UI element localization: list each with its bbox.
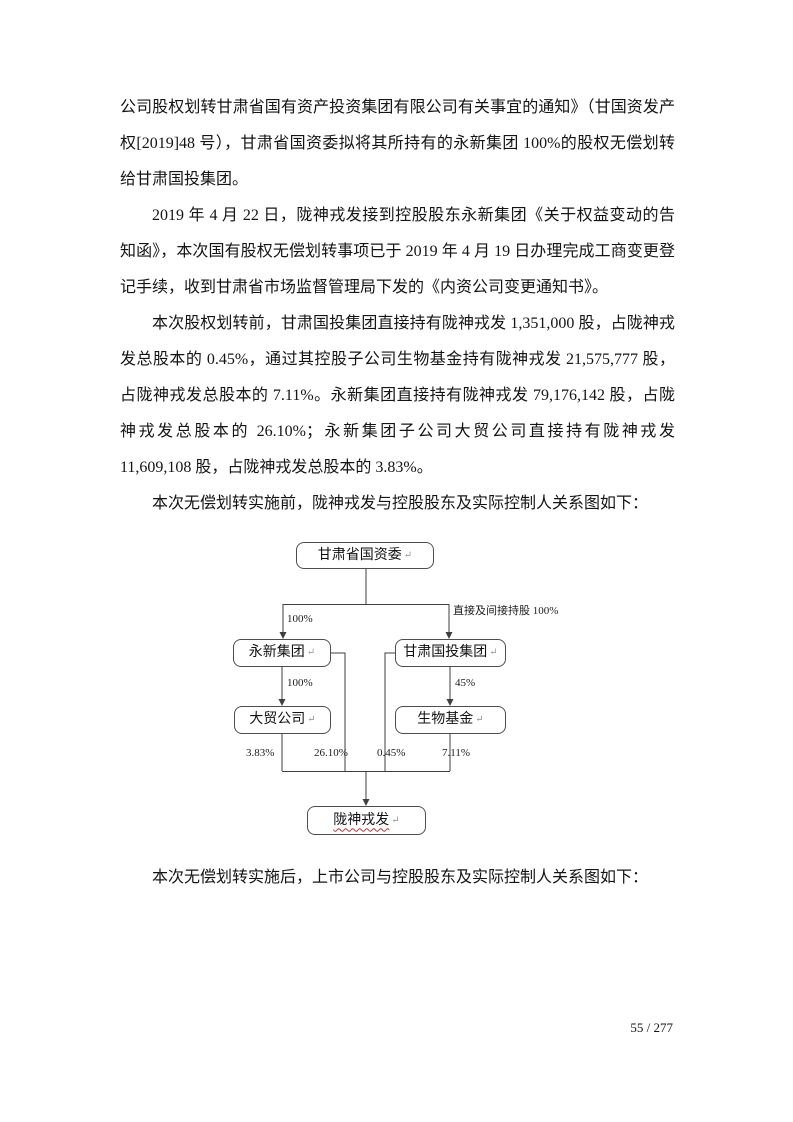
paragraph-3: 本次股权划转前，甘肃国投集团直接持有陇神戎发 1,351,000 股，占陇神戎发… bbox=[120, 315, 675, 476]
edge-label-yongxin-to-damao: 100% bbox=[287, 677, 313, 689]
edge-label-guotou-to-shengwu: 45% bbox=[455, 677, 476, 689]
return-mark-icon: ↵ bbox=[307, 714, 316, 725]
diagram-connectors bbox=[278, 569, 454, 806]
edge-label-damao-to-longshen: 3.83% bbox=[246, 747, 275, 759]
edge-label-sasac-to-yongxin: 100% bbox=[287, 613, 313, 625]
node-label: 甘肃省国资委 bbox=[317, 547, 402, 563]
edge-label-sasac-to-guotou: 直接及间接持股 100% bbox=[453, 605, 559, 617]
node-label: 永新集团 bbox=[248, 645, 305, 660]
edge-label-guotou-to-longshen: 0.45% bbox=[377, 747, 406, 759]
ownership-structure-diagram-before: 甘肃省国资委↵ 永新集团↵ 甘肃国投集团↵ 大贸公司↵ 生物基金↵ 陇神戎发↵ … bbox=[120, 536, 675, 836]
diagram-node-longshen-rongfa: 陇神戎发↵ bbox=[307, 806, 426, 835]
paragraph-2: 2019 年 4 月 22 日，陇神戎发接到控股股东永新集团《关于权益变动的告知… bbox=[120, 207, 675, 296]
diagram-node-damao-company: 大贸公司↵ bbox=[234, 706, 331, 734]
node-label: 甘肃国投集团 bbox=[403, 645, 488, 660]
node-label: 陇神戎发 bbox=[333, 812, 390, 828]
node-label: 生物基金 bbox=[417, 712, 474, 727]
return-mark-icon: ↵ bbox=[475, 714, 484, 725]
return-mark-icon: ↵ bbox=[306, 647, 316, 658]
page-number: 55 / 277 bbox=[630, 1020, 673, 1035]
diagram-node-yongxin-group: 永新集团↵ bbox=[233, 639, 331, 667]
document-body: 公司股权划转甘肃省国有资产投资集团有限公司有关事宜的通知》（甘国资发产权[201… bbox=[120, 99, 675, 886]
diagram-node-shengwu-fund: 生物基金↵ bbox=[395, 706, 506, 734]
paragraph-1: 公司股权划转甘肃省国有资产投资集团有限公司有关事宜的通知》（甘国资发产权[201… bbox=[120, 99, 675, 188]
return-mark-icon: ↵ bbox=[489, 647, 498, 658]
node-label: 大贸公司 bbox=[249, 712, 306, 727]
paragraph-5: 本次无偿划转实施后，上市公司与控股股东及实际控制人关系图如下： bbox=[152, 869, 649, 886]
diagram-node-gansu-sasac: 甘肃省国资委↵ bbox=[296, 542, 434, 569]
return-mark-icon: ↵ bbox=[403, 549, 413, 561]
diagram-node-gansu-guotou-group: 甘肃国投集团↵ bbox=[395, 639, 506, 667]
edge-label-shengwu-to-longshen: 7.11% bbox=[442, 747, 471, 759]
edge-label-yongxin-to-longshen: 26.10% bbox=[314, 747, 348, 759]
paragraph-4: 本次无偿划转实施前，陇神戎发与控股股东及实际控制人关系图如下： bbox=[152, 495, 649, 512]
return-mark-icon: ↵ bbox=[391, 814, 400, 826]
